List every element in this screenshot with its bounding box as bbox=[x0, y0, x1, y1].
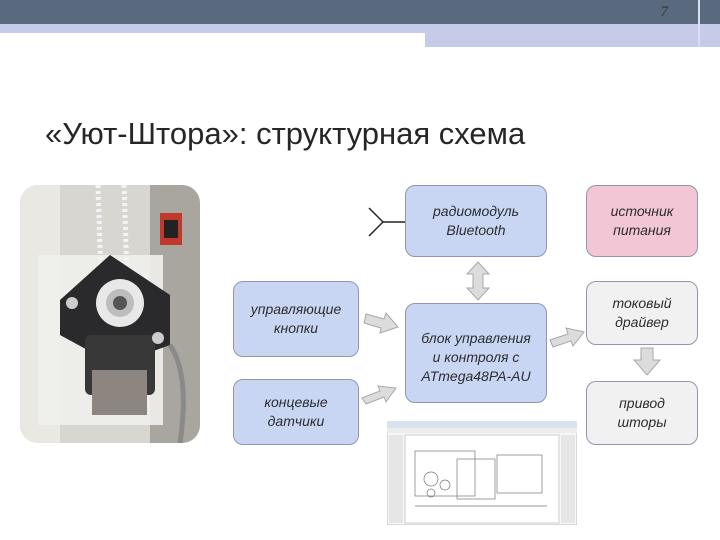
arrow-radio-control bbox=[465, 261, 491, 301]
header-stripe bbox=[0, 24, 720, 33]
header-bar bbox=[0, 0, 720, 24]
arrow-buttons-control bbox=[363, 312, 399, 334]
antenna-icon bbox=[368, 207, 405, 237]
header-divider bbox=[698, 0, 700, 47]
current-driver-block: токовый драйвер bbox=[586, 281, 698, 345]
arrow-sensors-control bbox=[361, 385, 397, 405]
radio-module-label: радиомодуль Bluetooth bbox=[433, 203, 519, 238]
control-unit-block: блок управления и контроля с ATmega48PA-… bbox=[405, 303, 547, 403]
current-driver-label: токовый драйвер bbox=[612, 295, 672, 330]
limit-sensors-block: концевые датчики bbox=[233, 379, 359, 445]
limit-sensors-label: концевые датчики bbox=[264, 394, 328, 429]
cad-screenshot bbox=[386, 420, 578, 526]
control-buttons-block: управляющие кнопки bbox=[233, 281, 359, 357]
motor-photo bbox=[20, 185, 200, 443]
control-unit-label: блок управления и контроля с ATmega48PA-… bbox=[421, 329, 531, 384]
control-buttons-label: управляющие кнопки bbox=[250, 301, 342, 336]
slide-title: «Уют-Штора»: структурная схема bbox=[45, 116, 526, 151]
curtain-drive-block: привод шторы bbox=[586, 381, 698, 445]
power-source-block: источник питания bbox=[586, 185, 698, 257]
arrow-control-driver bbox=[549, 327, 585, 348]
page-number: 7 bbox=[660, 4, 669, 20]
header-stripe-tab bbox=[425, 33, 720, 47]
radio-module-block: радиомодуль Bluetooth bbox=[405, 185, 547, 257]
curtain-drive-label: привод шторы bbox=[617, 395, 667, 430]
power-source-label: источник питания bbox=[610, 203, 674, 238]
arrow-driver-actuator bbox=[632, 347, 662, 376]
